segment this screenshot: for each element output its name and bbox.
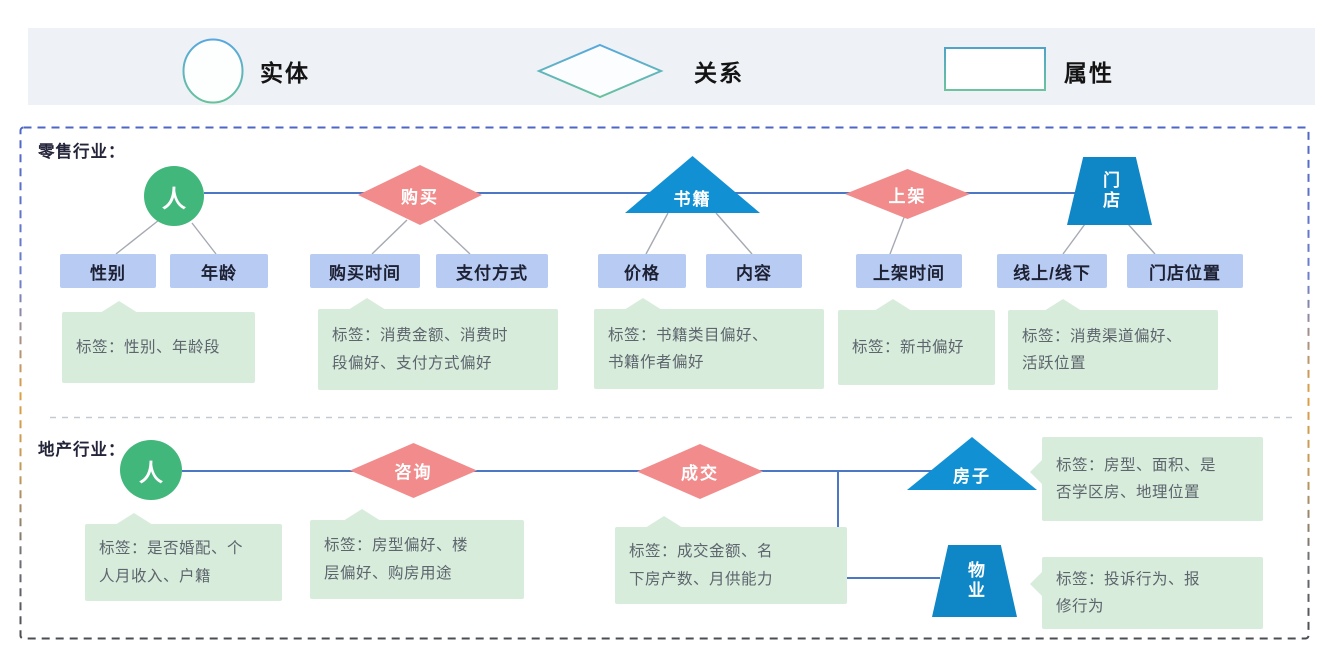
attr-online-offline: 线上/线下 — [997, 254, 1107, 288]
tag-consult: 标签：房型偏好、楼 层偏好、购房用途 — [310, 509, 524, 599]
relation-diamond-icon — [536, 43, 664, 99]
attr-buy-time: 购买时间 — [310, 254, 420, 288]
tag-deal: 标签：成交金额、名 下房产数、月供能力 — [615, 516, 847, 604]
node-person-realestate-label: 人 — [139, 459, 163, 487]
notch-up-icon — [645, 516, 683, 528]
legend-bar: 实体 关系 属性 — [28, 28, 1315, 105]
attribute-rectangle-icon — [944, 47, 1046, 91]
notch-left-icon — [1030, 459, 1043, 485]
notch-up-icon — [624, 298, 662, 310]
tag-books: 标签：书籍类目偏好、 书籍作者偏好 — [594, 298, 824, 389]
node-books-label: 书籍 — [673, 190, 712, 209]
node-person-retail: 人 — [144, 166, 204, 226]
notch-up-icon — [348, 298, 386, 310]
node-books: 书籍 — [625, 156, 760, 213]
node-person-realestate: 人 — [120, 440, 182, 500]
node-consult-label: 咨询 — [394, 463, 433, 482]
node-person-retail-label: 人 — [162, 185, 186, 213]
attr-payment: 支付方式 — [436, 254, 548, 288]
notch-up-icon — [1044, 299, 1082, 311]
tag-store: 标签：消费渠道偏好、 活跃位置 — [1008, 299, 1218, 390]
node-shelf-label: 上架 — [888, 186, 927, 206]
attr-content: 内容 — [706, 254, 802, 288]
node-store: 门店 — [1067, 157, 1152, 225]
entity-circle-icon — [182, 38, 244, 104]
attribute-legend-label: 属性 — [1064, 60, 1114, 86]
notch-up-icon — [343, 509, 381, 521]
entity-legend-label: 实体 — [260, 60, 310, 86]
node-deal-label: 成交 — [681, 464, 719, 483]
attr-price: 价格 — [598, 254, 686, 288]
node-property: 物业 — [932, 545, 1017, 617]
node-buy-label: 购买 — [401, 187, 439, 207]
tag-person-retail: 标签：性别、年龄段 — [62, 301, 255, 383]
node-consult-relation: 咨询 — [350, 443, 477, 498]
tag-property: 标签：投诉行为、报 修行为 — [1030, 557, 1263, 629]
attr-store-location: 门店位置 — [1127, 254, 1243, 288]
node-house: 房子 — [907, 437, 1037, 490]
attr-gender: 性别 — [60, 254, 156, 288]
retail-section-label: 零售行业： — [38, 143, 126, 161]
tag-shelf: 标签：新书偏好 — [838, 299, 995, 385]
node-store-label: 门店 — [1100, 171, 1119, 211]
tag-buy: 标签：消费金额、消费时 段偏好、支付方式偏好 — [318, 298, 558, 390]
node-shelf-relation: 上架 — [845, 169, 970, 219]
notch-left-icon — [1030, 571, 1043, 597]
attr-shelf-time: 上架时间 — [856, 254, 962, 288]
attr-age: 年龄 — [170, 254, 268, 288]
tag-house: 标签：房型、面积、是 否学区房、地理位置 — [1030, 437, 1263, 521]
relation-legend-label: 关系 — [694, 60, 744, 86]
notch-up-icon — [115, 513, 153, 525]
node-property-label: 物业 — [965, 561, 984, 601]
node-buy-relation: 购买 — [358, 165, 482, 225]
node-house-label: 房子 — [953, 467, 991, 486]
notch-up-icon — [874, 299, 912, 311]
notch-up-icon — [100, 301, 138, 313]
node-deal-relation: 成交 — [637, 444, 763, 499]
realestate-section-label: 地产行业： — [38, 441, 126, 459]
attribute-connectors — [115, 212, 1156, 255]
tag-person-realestate: 标签：是否婚配、个 人月收入、户籍 — [85, 513, 282, 601]
